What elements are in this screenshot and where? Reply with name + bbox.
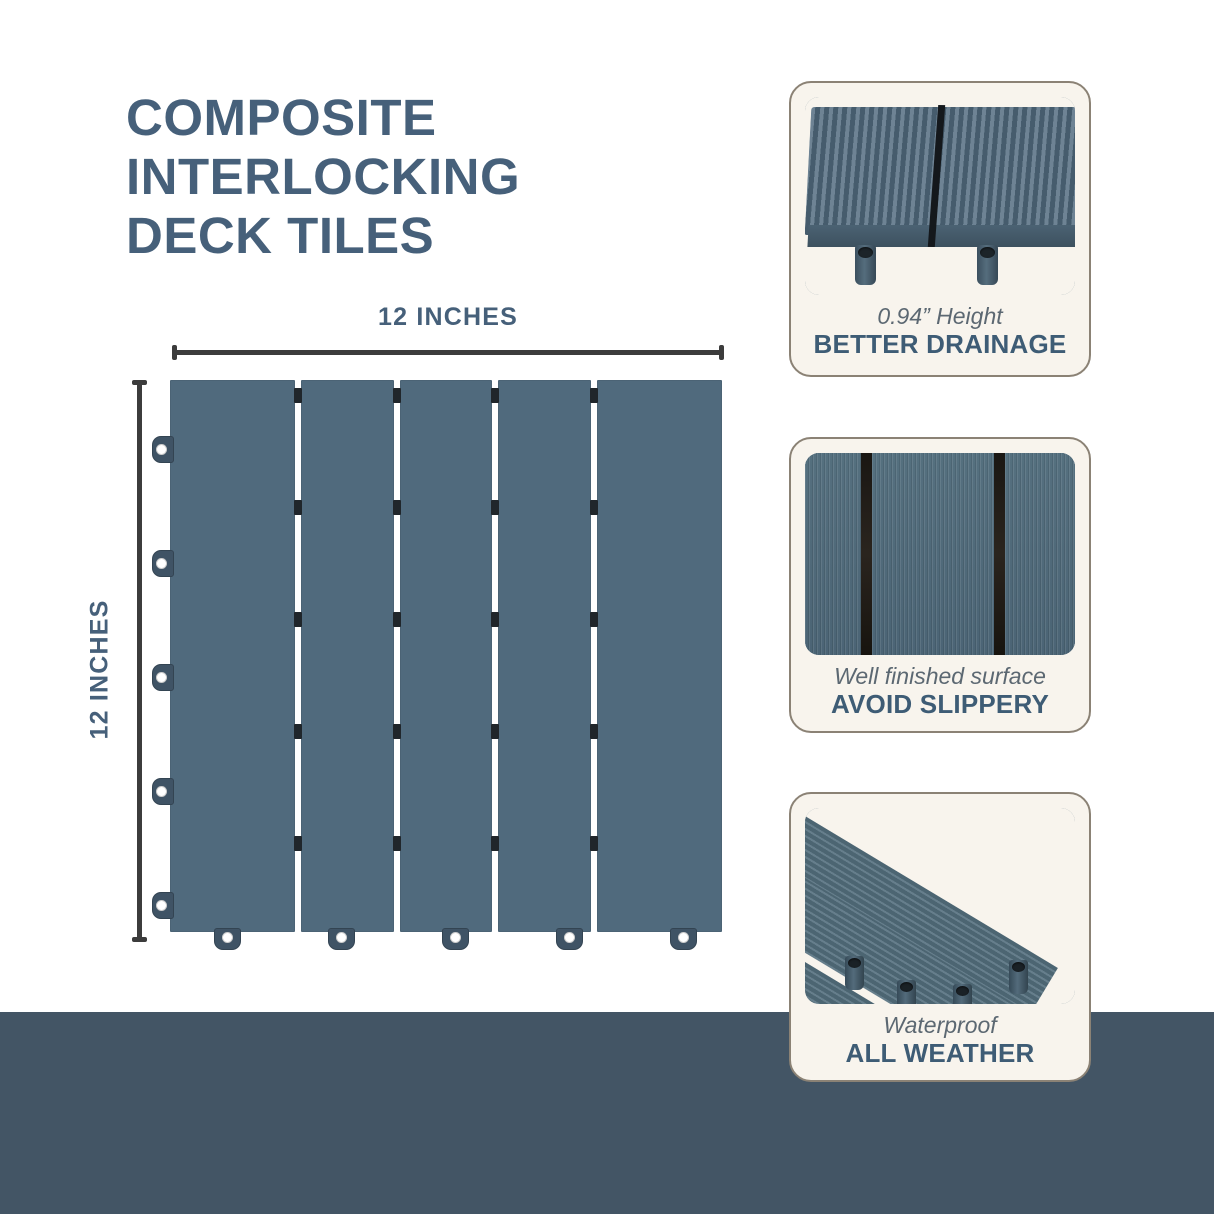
feature-card-better-drainage[interactable]: 0.94” Height BETTER DRAINAGE — [789, 81, 1091, 377]
surface-slat — [872, 453, 994, 655]
height-dimension-label: 12 INCHES — [85, 599, 114, 740]
tile-connector-bridge — [491, 836, 500, 851]
page-title-line-3: DECK TILES — [126, 207, 435, 265]
all-weather-caption: Waterproof ALL WEATHER — [805, 1012, 1075, 1069]
page-title-line-1: COMPOSITE — [126, 89, 437, 146]
tile-connector-bridge — [589, 612, 598, 627]
tile-connector-bridge — [392, 836, 401, 851]
tile-connector-bridge — [294, 724, 303, 739]
width-dimension-label: 12 INCHES — [377, 303, 518, 331]
deck-tile-surface — [170, 380, 722, 932]
drainage-peg-icon — [977, 245, 998, 285]
tile-connector-bridge — [294, 500, 303, 515]
tile-connector-bridge — [392, 388, 401, 403]
interlock-tab-left — [152, 892, 174, 919]
tile-slat — [498, 380, 591, 932]
all-weather-subtitle: Waterproof — [883, 1012, 997, 1038]
dimension-bar-horizontal — [172, 350, 724, 355]
tile-connector-bridge — [491, 388, 500, 403]
tile-connector-bridge — [491, 724, 500, 739]
tile-connector-bridge — [294, 388, 303, 403]
tile-connector-bridge — [392, 724, 401, 739]
drainage-caption: 0.94” Height BETTER DRAINAGE — [805, 303, 1075, 360]
drainage-subtitle: 0.94” Height — [877, 303, 1003, 329]
interlock-tab-bottom — [214, 928, 241, 950]
surface-title: AVOID SLIPPERY — [830, 689, 1050, 720]
tile-connector-bridge — [294, 836, 303, 851]
tile-connector-bridge — [589, 500, 598, 515]
page-title-line-2: INTERLOCKING — [126, 148, 521, 206]
interlock-tab-bottom — [556, 928, 583, 950]
all-weather-peg-icon — [1009, 960, 1028, 994]
feature-card-avoid-slippery[interactable]: Well finished surface AVOID SLIPPERY — [789, 437, 1091, 733]
tile-slat — [170, 380, 296, 932]
surface-slat — [805, 453, 862, 655]
drainage-peg-icon — [855, 245, 876, 285]
drainage-title: BETTER DRAINAGE — [813, 329, 1067, 360]
surface-groove — [993, 453, 1005, 655]
tile-connector-bridge — [589, 836, 598, 851]
height-dimension-line — [132, 380, 147, 942]
tile-slat — [596, 380, 722, 932]
all-weather-photo — [805, 808, 1075, 1004]
tile-connector-bridge — [491, 612, 500, 627]
all-weather-peg-icon — [897, 980, 916, 1004]
width-dimension-line — [172, 345, 724, 360]
interlock-tab-bottom — [328, 928, 355, 950]
surface-subtitle: Well finished surface — [834, 663, 1046, 689]
surface-caption: Well finished surface AVOID SLIPPERY — [805, 663, 1075, 720]
surface-photo — [805, 453, 1075, 655]
all-weather-peg-icon — [953, 984, 972, 1004]
tile-slat — [399, 380, 493, 932]
dimension-bar-vertical — [137, 380, 142, 942]
deck-tile-illustration — [152, 380, 722, 950]
tile-connector-bridge — [589, 388, 598, 403]
interlock-tab-bottom — [442, 928, 469, 950]
interlock-tab-left — [152, 778, 174, 805]
interlock-tab-left — [152, 550, 174, 577]
interlock-tab-bottom — [670, 928, 697, 950]
dimension-cap-bottom — [132, 937, 147, 942]
tile-connector-bridge — [392, 500, 401, 515]
drainage-photo — [805, 97, 1075, 295]
tile-connector-bridge — [491, 500, 500, 515]
surface-groove — [861, 453, 873, 655]
interlock-tab-left — [152, 436, 174, 463]
page-title: COMPOSITE INTERLOCKING DECK TILES — [126, 88, 726, 265]
tile-connector-bridge — [294, 612, 303, 627]
surface-slat — [1004, 453, 1075, 655]
tile-connector-bridge — [392, 612, 401, 627]
all-weather-peg-icon — [845, 956, 864, 990]
tile-slat — [301, 380, 394, 932]
drainage-deck-edge — [807, 225, 1075, 247]
dimension-cap-right — [719, 345, 724, 360]
feature-card-all-weather[interactable]: Waterproof ALL WEATHER — [789, 792, 1091, 1082]
all-weather-title: ALL WEATHER — [845, 1038, 1035, 1069]
interlock-tab-left — [152, 664, 174, 691]
tile-connector-bridge — [589, 724, 598, 739]
